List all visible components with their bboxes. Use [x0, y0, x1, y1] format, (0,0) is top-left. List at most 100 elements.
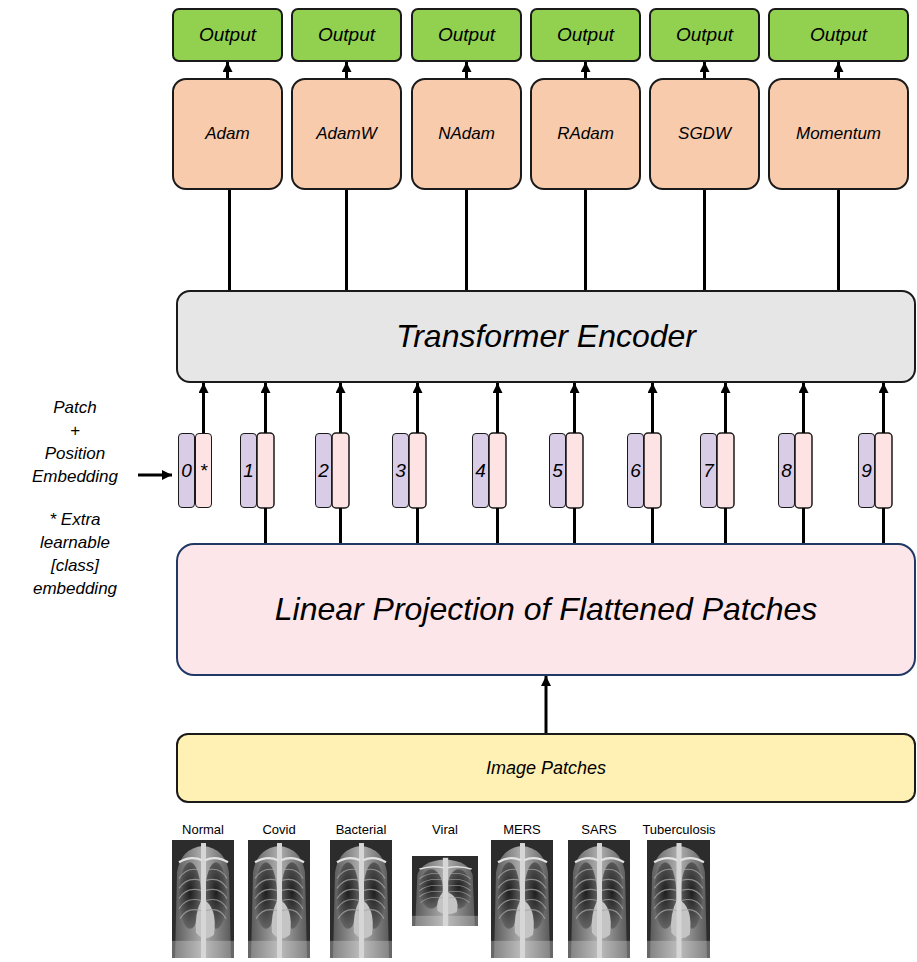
connector [345, 62, 348, 78]
xray-image [330, 840, 392, 958]
connector [837, 190, 840, 290]
node-label: 3 [395, 460, 406, 482]
xray-image [248, 840, 310, 958]
connector [703, 62, 706, 78]
optimizer-box: AdamW [291, 78, 402, 190]
image-caption-holder: MERS [472, 822, 572, 837]
connector [545, 676, 548, 733]
image-caption-holder: Bacterial [311, 822, 411, 837]
node-label: 2 [318, 460, 329, 482]
connector [228, 190, 231, 290]
position-index-box: 0 [178, 433, 195, 508]
embedding-box [795, 433, 812, 508]
connector [584, 190, 587, 290]
position-index-box: 9 [858, 433, 875, 508]
node-label: Linear Projection of Flattened Patches [275, 591, 818, 628]
embedding-box [332, 433, 349, 508]
node-label: Output [199, 24, 256, 46]
embedding-pointer [138, 474, 172, 477]
side-note-holder: * Extra learnable [class] embedding [0, 508, 150, 600]
output-box: Output [172, 8, 283, 62]
token-link [264, 508, 267, 543]
embedding-box [489, 433, 506, 508]
token-link [573, 508, 576, 543]
patches-box: Image Patches [176, 733, 916, 803]
output-box: Output [411, 8, 522, 62]
token-arrow [802, 383, 805, 433]
optimizer-box: SGDW [649, 78, 760, 190]
node-label: Output [318, 24, 375, 46]
node-label: 9 [861, 460, 872, 482]
xray-image [172, 840, 234, 958]
token-arrow [882, 383, 885, 433]
embedding-box [257, 433, 274, 508]
token-link [416, 508, 419, 543]
image-caption-holder: Viral [395, 822, 495, 837]
optimizer-box: RAdam [530, 78, 641, 190]
node-label: 1 [243, 460, 254, 482]
token-arrow [573, 383, 576, 433]
node-label: Output [676, 24, 733, 46]
node-label: Transformer Encoder [396, 318, 696, 355]
image-caption: Tuberculosis [629, 822, 729, 837]
embedding-box [644, 433, 661, 508]
node-label: Image Patches [486, 758, 606, 779]
embedding-box [875, 433, 892, 508]
embedding-box [409, 433, 426, 508]
node-label: 4 [475, 460, 486, 482]
token-link [724, 508, 727, 543]
connector [584, 62, 587, 78]
connector [465, 62, 468, 78]
node-label: SGDW [678, 124, 731, 144]
side-label-holder: Patch + Position Embedding [0, 396, 150, 488]
position-index-box: 4 [472, 433, 489, 508]
side-label: Patch + Position Embedding [32, 396, 118, 488]
node-label: Output [438, 24, 495, 46]
token-link [802, 508, 805, 543]
node-label: Adam [205, 124, 249, 144]
embedding-box [566, 433, 583, 508]
token-arrow [496, 383, 499, 433]
image-caption: Viral [395, 822, 495, 837]
image-caption-holder: Tuberculosis [629, 822, 729, 837]
output-box: Output [530, 8, 641, 62]
image-caption-holder: Normal [153, 822, 253, 837]
node-label: Momentum [796, 124, 881, 144]
node-label: AdamW [316, 124, 376, 144]
node-label: Output [810, 24, 867, 46]
optimizer-box: Momentum [768, 78, 909, 190]
token-arrow [339, 383, 342, 433]
image-caption-holder: SARS [549, 822, 649, 837]
connector [345, 190, 348, 290]
token-link [651, 508, 654, 543]
embedding-box [717, 433, 734, 508]
connector [465, 190, 468, 290]
xray-image [412, 856, 478, 926]
image-caption: SARS [549, 822, 649, 837]
output-box: Output [649, 8, 760, 62]
encoder-box: Transformer Encoder [176, 290, 916, 383]
connector [837, 62, 840, 78]
position-index-box: 2 [315, 433, 332, 508]
token-links [266, 383, 884, 543]
image-caption: Covid [229, 822, 329, 837]
position-index-box: 3 [392, 433, 409, 508]
xray-image [491, 840, 553, 958]
token-link [339, 508, 342, 543]
node-label: 0 [181, 460, 192, 482]
position-index-box: 1 [240, 433, 257, 508]
node-label: * [200, 460, 207, 482]
patch-embedding-boxes [257, 433, 892, 508]
node-label: 8 [781, 460, 792, 482]
optimizer-box: NAdam [411, 78, 522, 190]
node-label: NAdam [438, 124, 495, 144]
token-link [496, 508, 499, 543]
xray-images [172, 840, 710, 958]
position-index-box: 5 [549, 433, 566, 508]
output-box: Output [768, 8, 909, 62]
position-index-box: 8 [778, 433, 795, 508]
token-arrow [264, 383, 267, 433]
node-label: Output [557, 24, 614, 46]
projection-box: Linear Projection of Flattened Patches [176, 543, 916, 676]
